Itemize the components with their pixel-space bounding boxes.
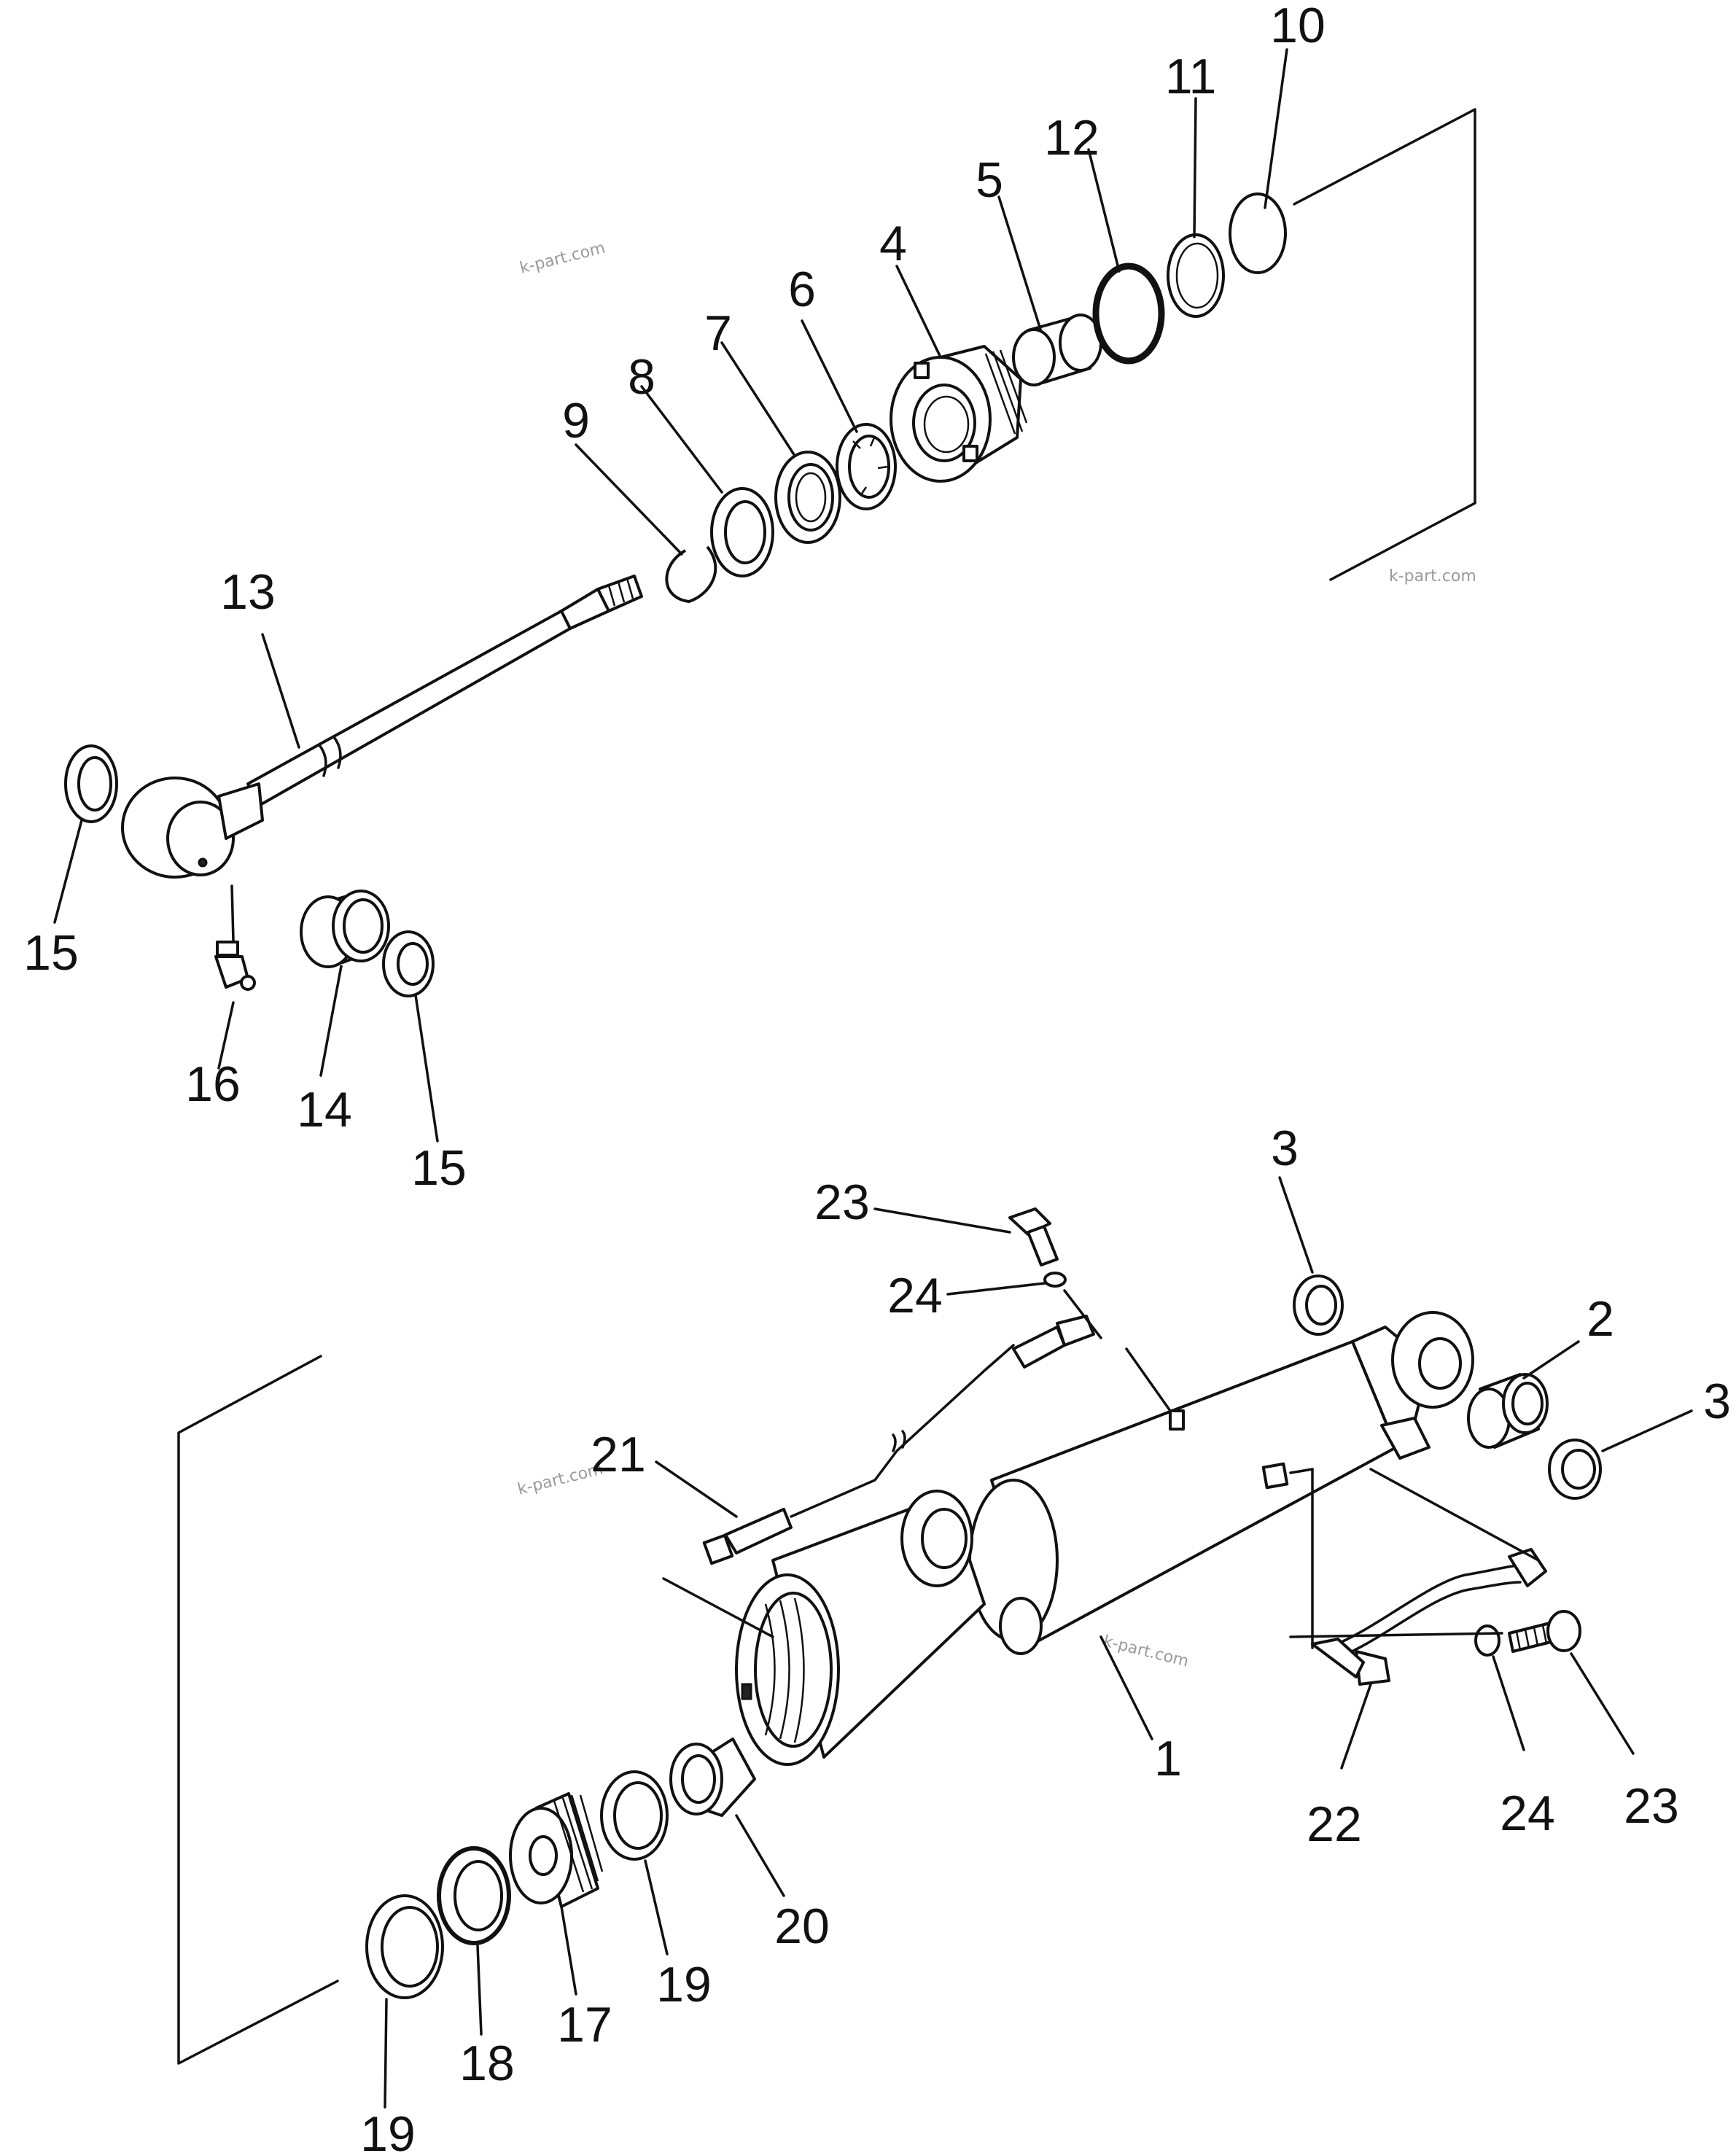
callout-2: 2 [1587, 1291, 1614, 1347]
callout-8: 8 [628, 349, 655, 405]
leader-lines [53, 48, 1693, 2109]
callout-18: 18 [459, 2036, 515, 2091]
dust-seal [1548, 1439, 1602, 1500]
callout-9: 9 [562, 393, 590, 448]
callout-3: 3 [1271, 1121, 1299, 1176]
tube-assembly [662, 1315, 1172, 1638]
callout-19: 19 [360, 2106, 416, 2156]
bolt [1008, 1207, 1059, 1266]
watermark: k-part.com [1389, 567, 1476, 585]
callout-12: 12 [1044, 110, 1099, 166]
callout-labels: 10 11 12 5 4 6 7 8 9 13 15 16 14 15 3 23… [23, 0, 1731, 2156]
callout-23: 23 [814, 1175, 870, 1230]
washer [1043, 1272, 1067, 1288]
callout-11: 11 [1165, 49, 1217, 104]
lower-group-frame [177, 1355, 339, 2065]
callout-13: 13 [220, 564, 276, 620]
wear-ring [437, 1846, 511, 1945]
callout-16: 16 [185, 1056, 241, 1112]
dust-seal [382, 930, 435, 997]
callout-20: 20 [774, 1899, 830, 1954]
callout-15: 15 [411, 1140, 467, 1196]
nut [669, 1737, 756, 1817]
ring [365, 1894, 444, 1999]
ring [600, 1770, 669, 1861]
backup-ring [1167, 233, 1225, 318]
callout-5: 5 [976, 152, 1003, 208]
callout-3: 3 [1703, 1374, 1731, 1429]
dust-seal [64, 744, 118, 823]
upper-group-frame [1293, 108, 1476, 581]
callout-24: 24 [887, 1268, 943, 1323]
piston-rod [121, 575, 643, 879]
callout-10: 10 [1270, 0, 1326, 53]
ring [774, 451, 841, 544]
piston [509, 1792, 604, 1908]
callout-6: 6 [788, 262, 816, 317]
bolt [1508, 1610, 1581, 1653]
washer [1474, 1624, 1500, 1657]
snap-ring [665, 545, 717, 603]
grease-fitting [214, 884, 256, 991]
cylinder-head [890, 345, 1028, 483]
bushing [300, 890, 390, 968]
cylinder-tube [735, 1311, 1474, 1766]
callout-7: 7 [704, 306, 732, 361]
o-ring [1092, 262, 1165, 365]
bushing [1467, 1373, 1549, 1449]
backup-ring [1229, 192, 1287, 274]
callout-4: 4 [879, 216, 907, 271]
ring [836, 423, 897, 510]
callout-14: 14 [297, 1082, 352, 1137]
callout-23: 23 [1624, 1778, 1679, 1834]
watermark: k-part.com [518, 239, 607, 278]
callout-15: 15 [23, 925, 79, 981]
hose-assembly [1261, 1462, 1547, 1686]
bushing [1012, 314, 1102, 386]
callout-21: 21 [591, 1427, 646, 1482]
ring [710, 487, 774, 577]
callout-19: 19 [656, 1957, 712, 2012]
callout-17: 17 [557, 1997, 612, 2052]
callout-24: 24 [1500, 1786, 1555, 1841]
callout-1: 1 [1154, 1731, 1182, 1786]
callout-22: 22 [1307, 1797, 1362, 1852]
dust-seal [1293, 1274, 1344, 1336]
